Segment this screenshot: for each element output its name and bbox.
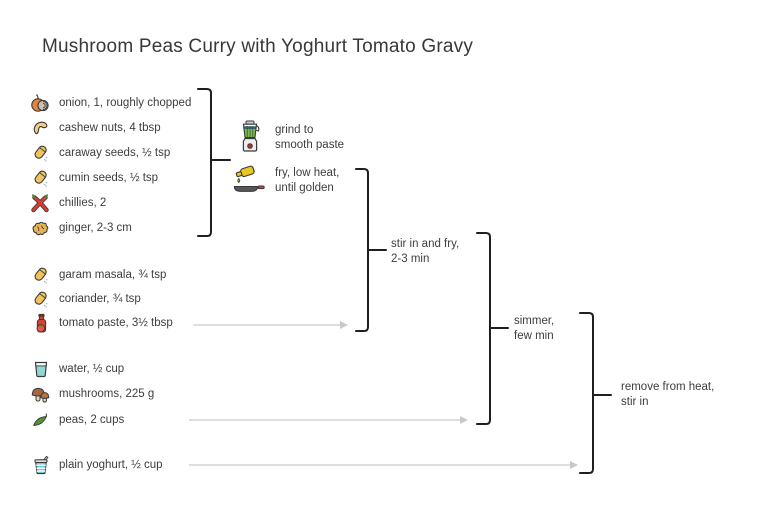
step-simmer-line2: few min: [514, 329, 554, 342]
ingredient-row: coriander, ¾ tsp: [29, 288, 141, 310]
ginger-icon: [29, 217, 51, 239]
step-grind-line2: smooth paste: [275, 138, 345, 151]
ingredient-row: onion, 1, roughly chopped: [29, 92, 191, 114]
step-simmer: simmer, few min: [514, 314, 554, 343]
blender-icon: [237, 120, 263, 161]
step-stir-line2: 2-3 min: [391, 252, 430, 265]
spice-jar-icon: [29, 142, 51, 164]
ingredient-label: mushrooms, 225 g: [59, 388, 155, 400]
ingredient-label: onion, 1, roughly chopped: [59, 97, 192, 109]
ingredient-row: chillies, 2: [29, 192, 106, 214]
peas-icon: [29, 409, 51, 431]
page-title: Mushroom Peas Curry with Yoghurt Tomato …: [42, 36, 474, 57]
spice-jar-icon: [29, 167, 51, 189]
spice-jar-icon: [29, 264, 51, 286]
tomato-paste-icon: [29, 312, 51, 334]
ingredient-label: tomato paste, 3½ tbsp: [59, 317, 173, 329]
step-fry: fry, low heat, until golden: [275, 166, 339, 195]
ingredient-label: coriander, ¾ tsp: [59, 293, 141, 305]
ingredient-label: water, ½ cup: [59, 363, 125, 375]
ingredient-label: plain yoghurt, ½ cup: [59, 459, 163, 471]
bracket-simmer: [476, 232, 509, 425]
ingredient-label: cashew nuts, 4 tbsp: [59, 122, 161, 134]
step-remove-line1: remove from heat,: [621, 381, 715, 393]
ingredient-row: ginger, 2-3 cm: [29, 217, 132, 239]
step-remove: remove from heat, stir in: [621, 380, 714, 409]
ingredient-row: water, ½ cup: [29, 358, 124, 380]
step-grind: grind to smooth paste: [275, 123, 344, 152]
bracket-grind-fry: [197, 88, 231, 237]
chillies-icon: [29, 192, 51, 214]
bracket-stir: [355, 168, 387, 332]
ingredient-label: chillies, 2: [59, 197, 107, 209]
arrow-yoghurt-head: [570, 461, 578, 469]
ingredient-row: peas, 2 cups: [29, 409, 124, 431]
spice-jar-icon: [29, 288, 51, 310]
step-stir-line1: stir in and fry,: [391, 238, 460, 250]
onion-icon: [29, 92, 51, 114]
ingredient-label: cumin seeds, ½ tsp: [59, 172, 159, 184]
bracket-remove: [579, 312, 612, 474]
ingredient-row: garam masala, ¾ tsp: [29, 264, 166, 286]
ingredient-row: caraway seeds, ½ tsp: [29, 142, 170, 164]
step-fry-line1: fry, low heat,: [275, 167, 340, 179]
step-stir: stir in and fry, 2-3 min: [391, 237, 459, 266]
yoghurt-icon: [29, 454, 51, 476]
cashew-icon: [29, 117, 51, 139]
arrow-peas-head: [460, 416, 468, 424]
ingredient-label: caraway seeds, ½ tsp: [59, 147, 171, 159]
step-simmer-line1: simmer,: [514, 315, 555, 327]
ingredient-row: plain yoghurt, ½ cup: [29, 454, 163, 476]
frying-pan-icon: [231, 164, 267, 203]
ingredient-row: cashew nuts, 4 tbsp: [29, 117, 161, 139]
ingredient-label: garam masala, ¾ tsp: [59, 269, 167, 281]
step-grind-line1: grind to: [275, 124, 314, 136]
ingredient-row: tomato paste, 3½ tbsp: [29, 312, 173, 334]
arrow-tomato-paste-head: [340, 321, 348, 329]
ingredient-row: mushrooms, 225 g: [29, 383, 154, 405]
step-remove-line2: stir in: [621, 395, 649, 408]
mushrooms-icon: [29, 383, 51, 405]
water-glass-icon: [29, 358, 51, 380]
ingredient-label: ginger, 2-3 cm: [59, 222, 132, 234]
ingredient-label: peas, 2 cups: [59, 414, 125, 426]
ingredient-row: cumin seeds, ½ tsp: [29, 167, 158, 189]
step-fry-line2: until golden: [275, 181, 334, 194]
